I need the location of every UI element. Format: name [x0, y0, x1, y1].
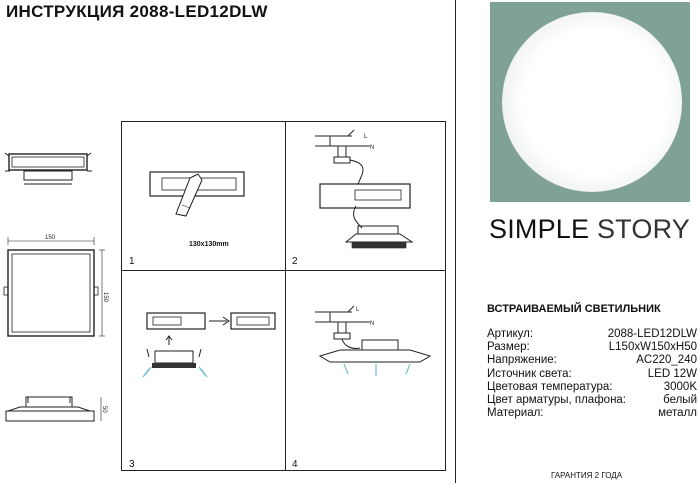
grid-divider-vertical [285, 122, 286, 470]
spec-row: Материал: металл [487, 407, 697, 420]
step-3-illustration [142, 312, 276, 378]
brand-logo: SIMPLE STORY [489, 214, 690, 245]
section-view-drawing: 50 [5, 396, 107, 422]
step-1-illustration [149, 171, 245, 217]
product-type: ВСТРАИВАЕМЫЙ СВЕТИЛЬНИК [487, 303, 661, 315]
document-title: ИНСТРУКЦИЯ 2088-LED12DLW [6, 2, 268, 21]
spec-label: Материал: [487, 407, 544, 420]
spec-label: Напряжение: [487, 354, 557, 367]
cutout-size-label: 130x130mm [189, 241, 229, 248]
step-2-illustration: L N [315, 129, 414, 249]
brand-word-1: SIMPLE [489, 214, 590, 244]
step-number-3: 3 [129, 459, 135, 470]
spec-row: Цвет арматуры, плафона: белый [487, 394, 697, 407]
spec-row: Напряжение: AC220_240 [487, 354, 697, 367]
front-view-drawing: 150 150 [3, 235, 108, 337]
spec-value: металл [658, 407, 697, 420]
depth-dimension: 50 [101, 406, 107, 413]
wire-label-l: L [364, 134, 368, 140]
wire-label-n-step4: N [370, 321, 374, 327]
spec-row: Артикул: 2088-LED12DLW [487, 328, 697, 341]
spec-label: Размер: [487, 341, 530, 354]
lamp-glow [502, 12, 682, 192]
spec-row: Размер: L150xW150xH50 [487, 341, 697, 354]
spec-value: 2088-LED12DLW [607, 328, 697, 340]
step-number-1: 1 [129, 256, 135, 267]
spec-value: LED 12W [647, 367, 697, 380]
installation-steps-grid [121, 121, 446, 471]
spec-value: белый [663, 394, 697, 407]
side-view-drawing [4, 152, 92, 185]
grid-divider-horizontal [122, 270, 445, 271]
spec-label: Артикул: [487, 328, 534, 340]
wire-label-l-step4: L [356, 307, 360, 313]
spec-label: Цвет арматуры, плафона: [487, 394, 627, 407]
product-photo [490, 2, 690, 202]
spec-label: Источник света: [487, 367, 572, 380]
specs-list: Артикул: 2088-LED12DLW Размер: L150xW150… [487, 328, 697, 420]
step-number-4: 4 [292, 459, 298, 470]
warranty-note: ГАРАНТИЯ 2 ГОДА [551, 471, 623, 480]
spec-row: Цветовая температура: 3000K [487, 381, 697, 394]
brand-word-2: STORY [596, 214, 690, 244]
step-4-illustration: L N [315, 305, 432, 376]
width-dimension: 150 [45, 235, 56, 241]
column-divider [455, 0, 456, 483]
wire-label-n: N [370, 145, 374, 151]
spec-value: L150xW150xH50 [608, 341, 697, 354]
spec-value: 3000K [663, 380, 697, 393]
step-number-2: 2 [292, 256, 298, 267]
spec-value: AC220_240 [636, 354, 697, 367]
spec-label: Цветовая температура: [487, 380, 613, 393]
spec-row: Источник света: LED 12W [487, 368, 697, 381]
height-dimension: 150 [102, 292, 108, 303]
